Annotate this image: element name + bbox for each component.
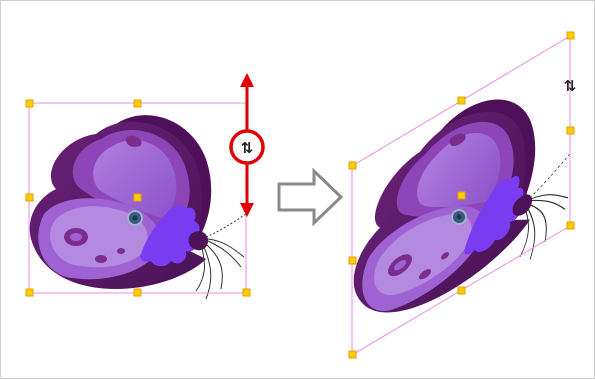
handle-top-center[interactable] [134,100,141,107]
handle-after-top-left[interactable] [349,162,356,169]
handle-after-bottom-left[interactable] [349,351,356,358]
handle-after-top-center[interactable] [458,97,465,104]
handle-after-center[interactable] [458,192,465,199]
skew-cursor-icon-after: ⇅ [564,77,577,95]
handle-after-bottom-center[interactable] [458,287,465,294]
handle-after-mid-right[interactable] [567,127,574,134]
butterfly-before [30,115,246,299]
handle-center[interactable] [134,194,141,201]
handle-after-mid-left[interactable] [349,257,356,264]
handle-bottom-right[interactable] [243,289,250,296]
skew-cursor-icon-before: ⇅ [241,139,254,157]
handle-bottom-center[interactable] [134,289,141,296]
right-arrow-outline-icon [279,171,341,223]
handle-after-top-right[interactable] [567,32,574,39]
handle-bottom-left[interactable] [26,289,33,296]
pivot-icon-after[interactable] [452,210,466,224]
pivot-icon[interactable] [128,211,142,225]
handle-top-left[interactable] [26,100,33,107]
handle-after-bottom-right[interactable] [567,222,574,229]
handle-mid-left[interactable] [26,194,33,201]
